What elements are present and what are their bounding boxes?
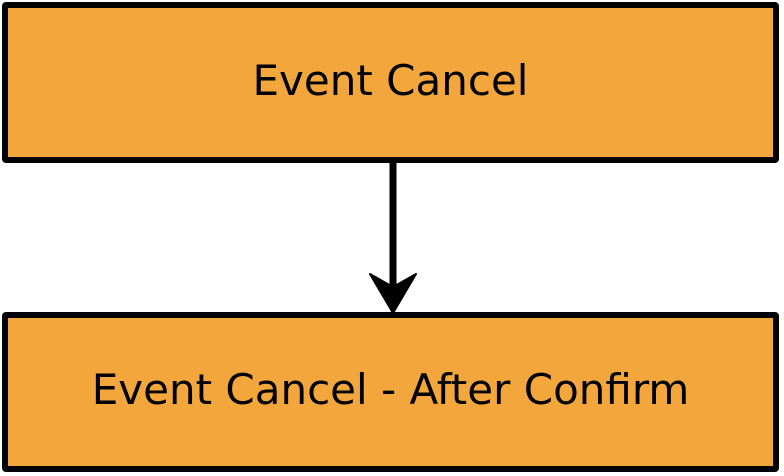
arrowhead-icon [369,273,417,313]
node-label-event-cancel-after-confirm: Event Cancel - After Confirm [91,365,690,414]
down-arrow-connector [369,163,417,313]
flow-node-event-cancel-after-confirm: Event Cancel - After Confirm [2,312,779,472]
node-label-event-cancel: Event Cancel [252,55,529,105]
flow-node-event-cancel: Event Cancel [2,2,779,163]
